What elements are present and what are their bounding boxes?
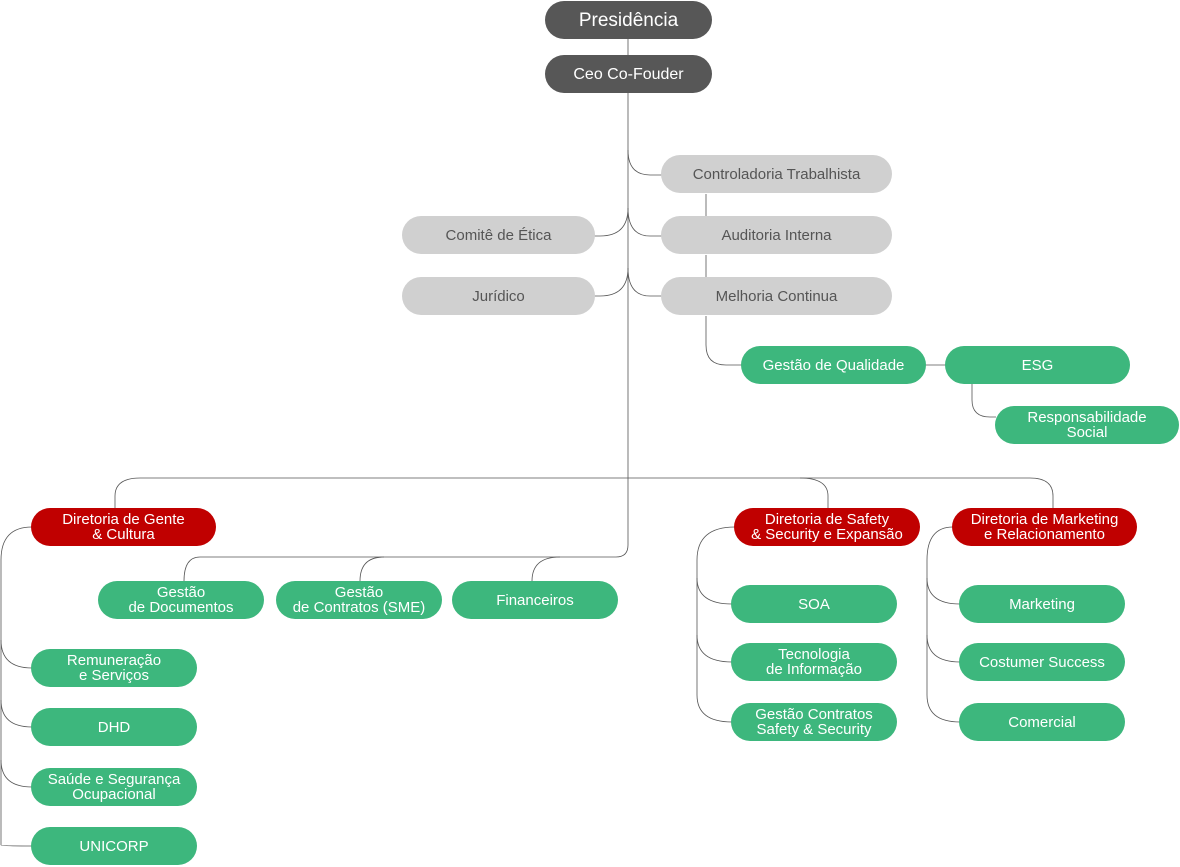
node-diretoria-safety: Diretoria de Safety & Security e Expansã… xyxy=(734,508,920,546)
node-tecnologia: Tecnologia de Informação xyxy=(731,643,897,681)
node-remuneracao: Remuneração e Serviços xyxy=(31,649,197,687)
node-marketing: Marketing xyxy=(959,585,1125,623)
node-controladoria: Controladoria Trabalhista xyxy=(661,155,892,193)
node-qualidade: Gestão de Qualidade xyxy=(741,346,926,384)
node-presidencia: Presidência xyxy=(545,1,712,39)
node-esg: ESG xyxy=(945,346,1130,384)
node-responsabilidade-social: Responsabilidade Social xyxy=(995,406,1179,444)
node-financeiros: Financeiros xyxy=(452,581,618,619)
node-diretoria-marketing: Diretoria de Marketing e Relacionamento xyxy=(952,508,1137,546)
node-juridico: Jurídico xyxy=(402,277,595,315)
node-unicorp: UNICORP xyxy=(31,827,197,865)
node-contratos-safety: Gestão Contratos Safety & Security xyxy=(731,703,897,741)
node-dhd: DHD xyxy=(31,708,197,746)
node-ceo: Ceo Co-Fouder xyxy=(545,55,712,93)
node-gestao-contratos-sme: Gestão de Contratos (SME) xyxy=(276,581,442,619)
node-gestao-documentos: Gestão de Documentos xyxy=(98,581,264,619)
node-costumer-success: Costumer Success xyxy=(959,643,1125,681)
node-soa: SOA xyxy=(731,585,897,623)
node-comercial: Comercial xyxy=(959,703,1125,741)
node-diretoria-gente: Diretoria de Gente & Cultura xyxy=(31,508,216,546)
node-comite-etica: Comitê de Ética xyxy=(402,216,595,254)
node-auditoria: Auditoria Interna xyxy=(661,216,892,254)
node-saude-seguranca: Saúde e Segurança Ocupacional xyxy=(31,768,197,806)
node-melhoria: Melhoria Continua xyxy=(661,277,892,315)
